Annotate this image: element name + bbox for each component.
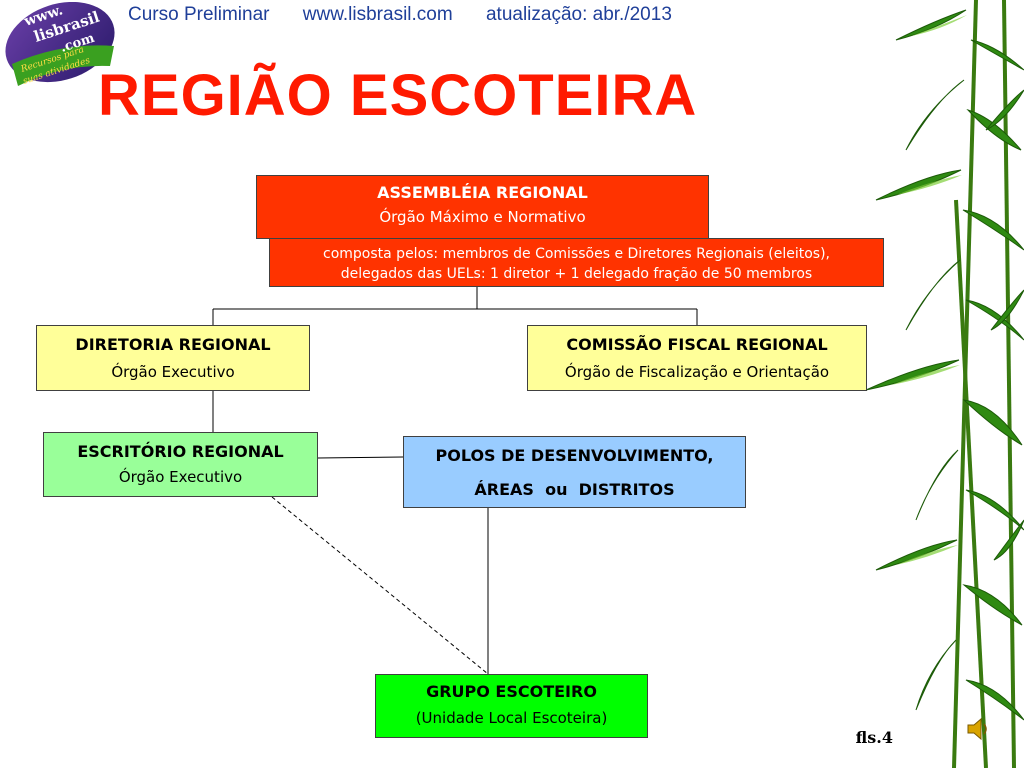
lisbrasil-logo: www. lisbrasil .com Recursos para suas a… [5, 2, 115, 87]
polos-line1: POLOS DE DESENVOLVIMENTO, [435, 446, 714, 465]
composition-line2: delegados das UELs: 1 diretor + 1 delega… [340, 266, 813, 282]
header-site: www.lisbrasil.com [302, 4, 453, 25]
escritorio-subtitle: Órgão Executivo [118, 468, 243, 486]
diretoria-subtitle: Órgão Executivo [111, 363, 235, 381]
grupo-title: GRUPO ESCOTEIRO [426, 682, 597, 701]
polos-desenvolvimento-box: POLOS DE DESENVOLVIMENTO, ÁREAS ou DISTR… [403, 436, 746, 508]
composition-line1: composta pelos: membros de Comissões e D… [323, 246, 830, 262]
assembleia-subtitle: Órgão Máximo e Normativo [379, 208, 586, 226]
grupo-subtitle: (Unidade Local Escoteira) [415, 709, 608, 727]
polos-line2: ÁREAS ou DISTRITOS [474, 480, 675, 499]
header-line: Curso Preliminar www.lisbrasil.com atual… [128, 4, 672, 26]
comissao-subtitle: Órgão de Fiscalização e Orientação [564, 363, 830, 381]
bamboo-decoration [865, 0, 1024, 768]
grupo-escoteiro-box: GRUPO ESCOTEIRO (Unidade Local Escoteira… [375, 674, 648, 738]
header-course: Curso Preliminar [128, 4, 270, 25]
speaker-icon[interactable] [966, 716, 990, 742]
comissao-title: COMISSÃO FISCAL REGIONAL [566, 335, 828, 354]
comissao-fiscal-box: COMISSÃO FISCAL REGIONAL Órgão de Fiscal… [527, 325, 867, 391]
assembleia-regional-box: ASSEMBLÉIA REGIONAL Órgão Máximo e Norma… [256, 175, 709, 239]
assembleia-composition-box: composta pelos: membros de Comissões e D… [269, 238, 884, 287]
diretoria-regional-box: DIRETORIA REGIONAL Órgão Executivo [36, 325, 310, 391]
page-title: REGIÃO ESCOTEIRA [98, 63, 698, 128]
escritorio-title: ESCRITÓRIO REGIONAL [77, 442, 284, 461]
connector-escritorio-grupo-dashed [271, 496, 489, 675]
escritorio-regional-box: ESCRITÓRIO REGIONAL Órgão Executivo [43, 432, 318, 497]
page-code: fls.4 [855, 728, 893, 747]
diretoria-title: DIRETORIA REGIONAL [75, 335, 271, 354]
header-updated: atualização: abr./2013 [485, 4, 672, 25]
connector-escritorio-polos [317, 456, 404, 459]
assembleia-title: ASSEMBLÉIA REGIONAL [377, 183, 588, 202]
